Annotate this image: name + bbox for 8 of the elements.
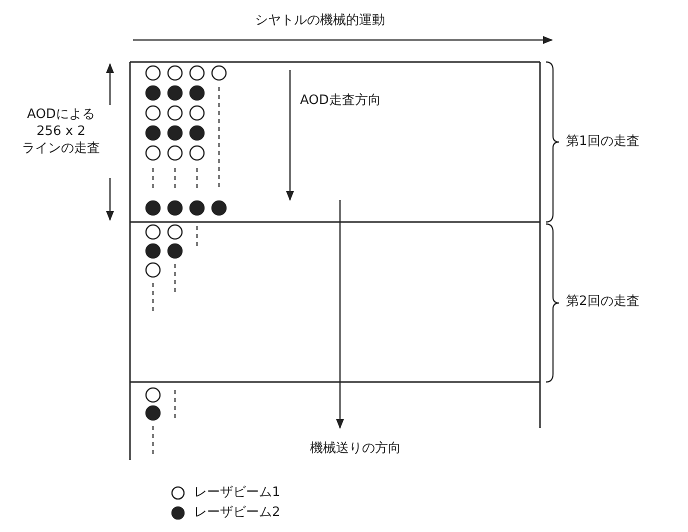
legend-label: レーザビーム2 [194,504,280,521]
direction-label: 機械送りの方向 [310,440,401,457]
scan-label: 第2回の走査 [566,293,640,310]
scan-label: 第1回の走査 [566,133,640,150]
legend-label: レーザビーム1 [194,484,280,501]
heading-text: シヤトルの機械的運動 [255,12,385,29]
direction-label: AOD走査方向 [300,92,381,109]
axis-label: AODによる 256 x 2 ラインの走査 [21,106,101,157]
